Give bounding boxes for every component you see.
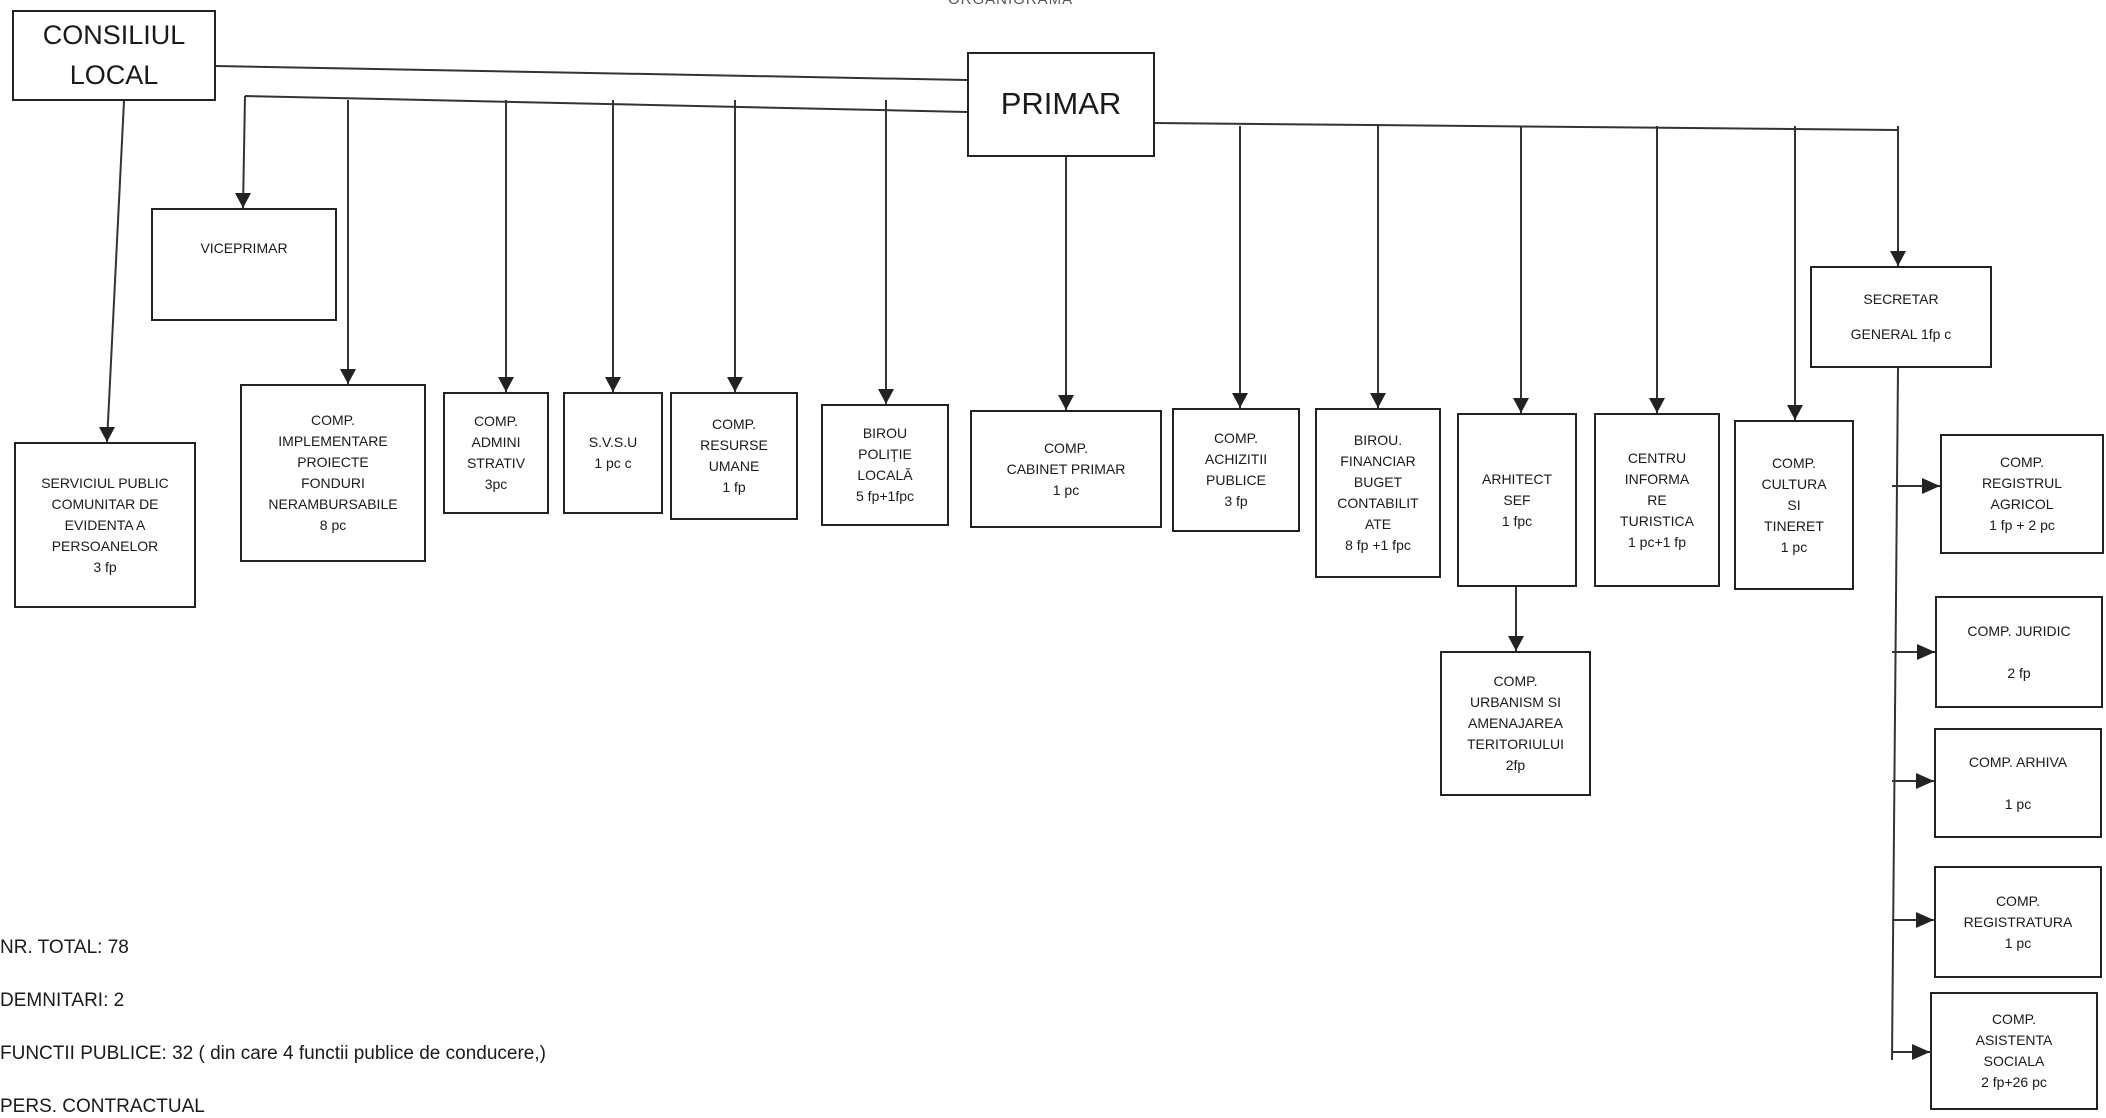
stat-total: NR. TOTAL: 78: [0, 937, 129, 958]
serviciul-public-label: SERVICIUL PUBLIC COMUNITAR DE EVIDENTA A…: [41, 474, 169, 575]
dept-cultura: COMP. CULTURA SI TINERET 1 pc: [1734, 420, 1854, 590]
consiliul-local-box: CONSILIUL LOCAL: [12, 10, 216, 101]
secretar-label-line2: GENERAL 1fp c: [1850, 326, 1952, 342]
comp-asistenta-sociala: COMP. ASISTENTA SOCIALA 2 fp+26 pc: [1930, 992, 2098, 1110]
arrow-head: [1058, 395, 1074, 410]
dept-resurse-umane-label: COMP. RESURSE UMANE 1 fp: [700, 416, 768, 495]
arrow-head: [1787, 405, 1803, 420]
arrow-head: [727, 377, 743, 392]
line-viceprimar: [242, 95, 246, 209]
dept-administrativ-label: COMP. ADMINI STRATIV 3pc: [466, 413, 526, 492]
line-primar-left-bus: [244, 95, 968, 113]
arrow-head: [498, 377, 514, 392]
arrow-head: [99, 427, 115, 442]
comp-urbanism-box: COMP. URBANISM SI AMENAJAREA TERITORIULU…: [1440, 651, 1591, 796]
dept-implementare: COMP. IMPLEMENTARE PROIECTE FONDURI NERA…: [240, 384, 426, 562]
arrow-head: [1232, 393, 1248, 408]
primar-label: PRIMAR: [1000, 86, 1122, 122]
dept-achizitii: COMP. ACHIZITII PUBLICE 3 fp: [1172, 408, 1300, 532]
comp-registratura: COMP. REGISTRATURA 1 pc: [1934, 866, 2102, 978]
dept-cabinet-primar: COMP. CABINET PRIMAR 1 pc: [970, 410, 1162, 528]
dept-arhitect: ARHITECT SEF 1 fpc: [1457, 413, 1577, 587]
arrow-head: [1912, 1044, 1930, 1060]
comp-registrul-agricol-label: COMP. REGISTRUL AGRICOL 1 fp + 2 pc: [1981, 454, 2063, 533]
line-primar-right-bus: [1154, 122, 1899, 131]
arrow-head: [340, 369, 356, 384]
comp-registrul-agricol: COMP. REGISTRUL AGRICOL 1 fp + 2 pc: [1940, 434, 2104, 554]
dept-financiar: BIROU. FINANCIAR BUGET CONTABILIT ATE 8 …: [1315, 408, 1441, 578]
dept-politie-locala-label: BIROU POLIȚIE LOCALĂ 5 fp+1fpc: [856, 425, 914, 504]
comp-arhiva-label: COMP. ARHIVA 1 pc: [1968, 753, 2068, 812]
dept-svsu: S.V.S.U 1 pc c: [563, 392, 663, 514]
stat-functii-publice: FUNCTII PUBLICE: 32 ( din care 4 functii…: [0, 1043, 546, 1064]
arrow-head: [1513, 398, 1529, 413]
arrow-head: [878, 389, 894, 404]
dept-financiar-label: BIROU. FINANCIAR BUGET CONTABILIT ATE 8 …: [1337, 432, 1419, 553]
arrow-head: [1916, 912, 1934, 928]
arrow-head: [1917, 644, 1935, 660]
arrow-head: [235, 193, 251, 208]
line-consiliu-serviciu: [106, 100, 125, 443]
comp-arhiva: COMP. ARHIVA 1 pc: [1934, 728, 2102, 838]
comp-asistenta-sociala-label: COMP. ASISTENTA SOCIALA 2 fp+26 pc: [1975, 1011, 2053, 1090]
dept-arhitect-label: ARHITECT SEF 1 fpc: [1482, 470, 1552, 529]
header-fragment: ORGANIGRAMA: [948, 0, 1073, 8]
line-consiliu-primar: [215, 65, 968, 81]
dept-achizitii-label: COMP. ACHIZITII PUBLICE 3 fp: [1204, 430, 1268, 509]
dept-svsu-label: S.V.S.U 1 pc c: [588, 434, 638, 471]
arrow-head: [1649, 398, 1665, 413]
comp-juridic-label: COMP. JURIDIC 2 fp: [1967, 622, 2071, 681]
viceprimar-label: VICEPRIMAR: [200, 240, 288, 256]
dept-resurse-umane: COMP. RESURSE UMANE 1 fp: [670, 392, 798, 520]
arrow-head: [1922, 478, 1940, 494]
dept-administrativ: COMP. ADMINI STRATIV 3pc: [443, 392, 549, 514]
serviciul-public-box: SERVICIUL PUBLIC COMUNITAR DE EVIDENTA A…: [14, 442, 196, 608]
comp-juridic: COMP. JURIDIC 2 fp: [1935, 596, 2103, 708]
secretar-general-box: SECRETAR GENERAL 1fp c: [1810, 266, 1992, 368]
arrow-head: [1916, 773, 1934, 789]
stat-contractual: PERS. CONTRACTUAL: [0, 1096, 205, 1117]
line-secretar-spine: [1891, 367, 1899, 1061]
arrow-head: [1370, 393, 1386, 408]
comp-registratura-label: COMP. REGISTRATURA 1 pc: [1963, 892, 2073, 951]
consiliul-local-label: CONSILIUL LOCAL: [42, 20, 186, 90]
dept-centru-informare-label: CENTRU INFORMA RE TURISTICA 1 pc+1 fp: [1620, 449, 1694, 550]
comp-urbanism-label: COMP. URBANISM SI AMENAJAREA TERITORIULU…: [1467, 673, 1564, 773]
dept-implementare-label: COMP. IMPLEMENTARE PROIECTE FONDURI NERA…: [268, 412, 398, 533]
secretar-label-line1: SECRETAR: [1863, 291, 1939, 307]
dept-cultura-label: COMP. CULTURA SI TINERET 1 pc: [1761, 454, 1827, 555]
arrow-head: [1508, 636, 1524, 651]
arrow-head: [605, 377, 621, 392]
dept-cabinet-primar-label: COMP. CABINET PRIMAR 1 pc: [1006, 439, 1126, 498]
dept-politie-locala: BIROU POLIȚIE LOCALĂ 5 fp+1fpc: [821, 404, 949, 526]
stat-demnitari: DEMNITARI: 2: [0, 990, 125, 1011]
dept-centru-informare: CENTRU INFORMA RE TURISTICA 1 pc+1 fp: [1594, 413, 1720, 587]
viceprimar-box: VICEPRIMAR: [151, 208, 337, 321]
arrow-head: [1890, 251, 1906, 266]
primar-box: PRIMAR: [967, 52, 1155, 157]
